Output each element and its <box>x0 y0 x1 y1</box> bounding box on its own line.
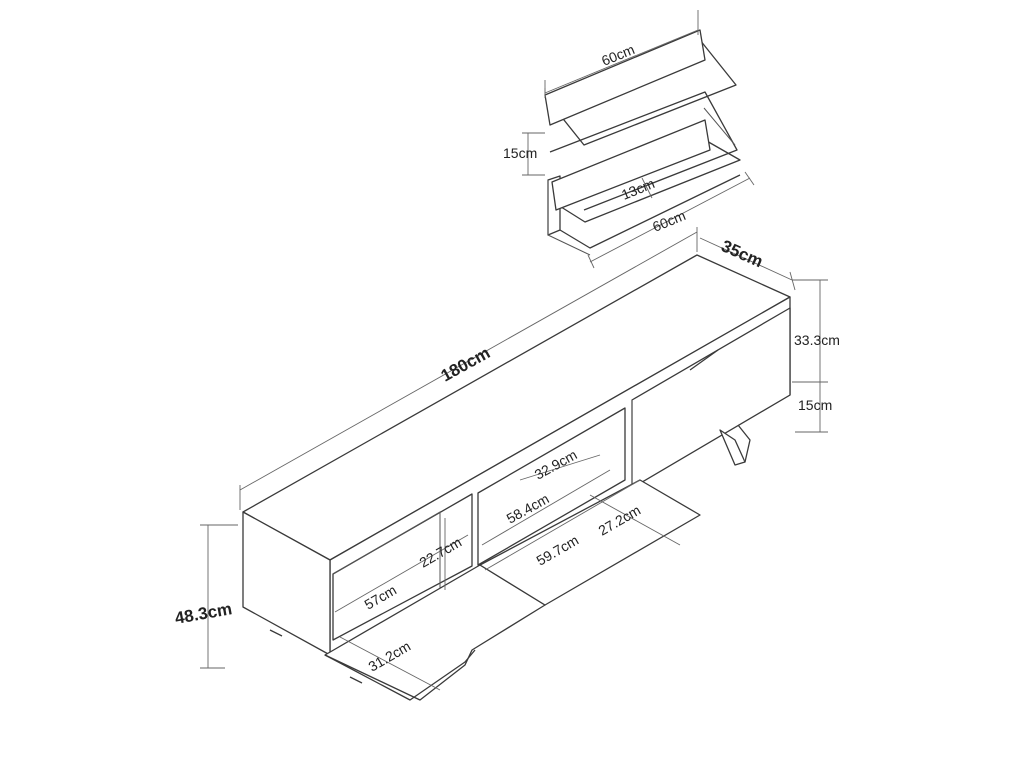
shelf-dimensions <box>522 10 755 269</box>
wall-shelf <box>544 29 741 256</box>
shelf-bottom-width-label: 60cm <box>650 207 688 235</box>
tv-unit-dimensions <box>200 227 828 691</box>
shelf-height-label: 15cm <box>503 145 537 161</box>
tv-unit <box>242 254 791 701</box>
unit-depth-label: 35cm <box>718 236 765 271</box>
unit-leg-height-label: 15cm <box>798 397 832 413</box>
unit-body-height-label: 33.3cm <box>794 332 840 348</box>
unit-total-height-label: 48.3cm <box>173 599 233 628</box>
